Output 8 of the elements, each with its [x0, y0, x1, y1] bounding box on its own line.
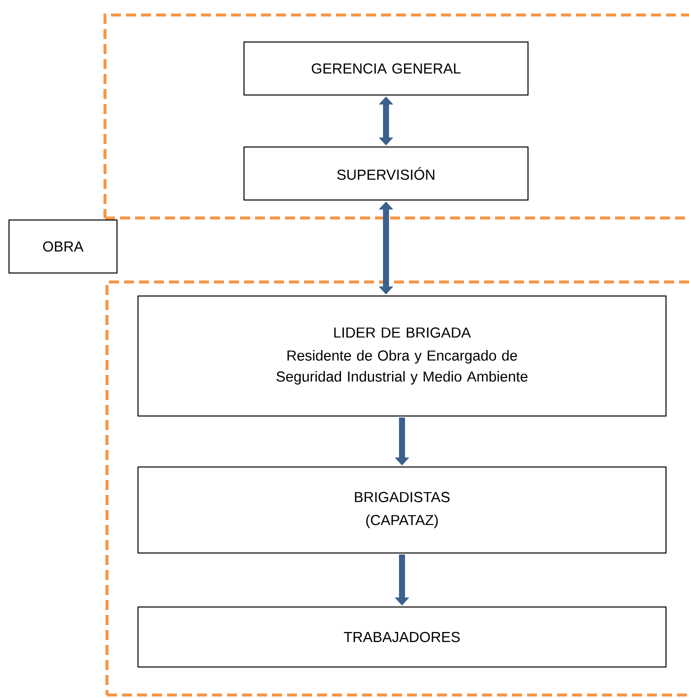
process-box: SUPERVISIÓN [244, 146, 528, 200]
process-box: BRIGADISTAS (CAPATAZ) [138, 466, 666, 554]
process-box: GERENCIA GENERAL [244, 42, 528, 96]
dashed-region [104, 14, 689, 220]
process-box: LIDER DE BRIGADA Residente de Obra y Encargado de Seguridad Industrial y Medio Ambiente [138, 296, 666, 416]
process-box: TRABAJADORES [138, 606, 666, 668]
dashed-region [106, 280, 689, 696]
process-box: OBRA [8, 220, 118, 274]
